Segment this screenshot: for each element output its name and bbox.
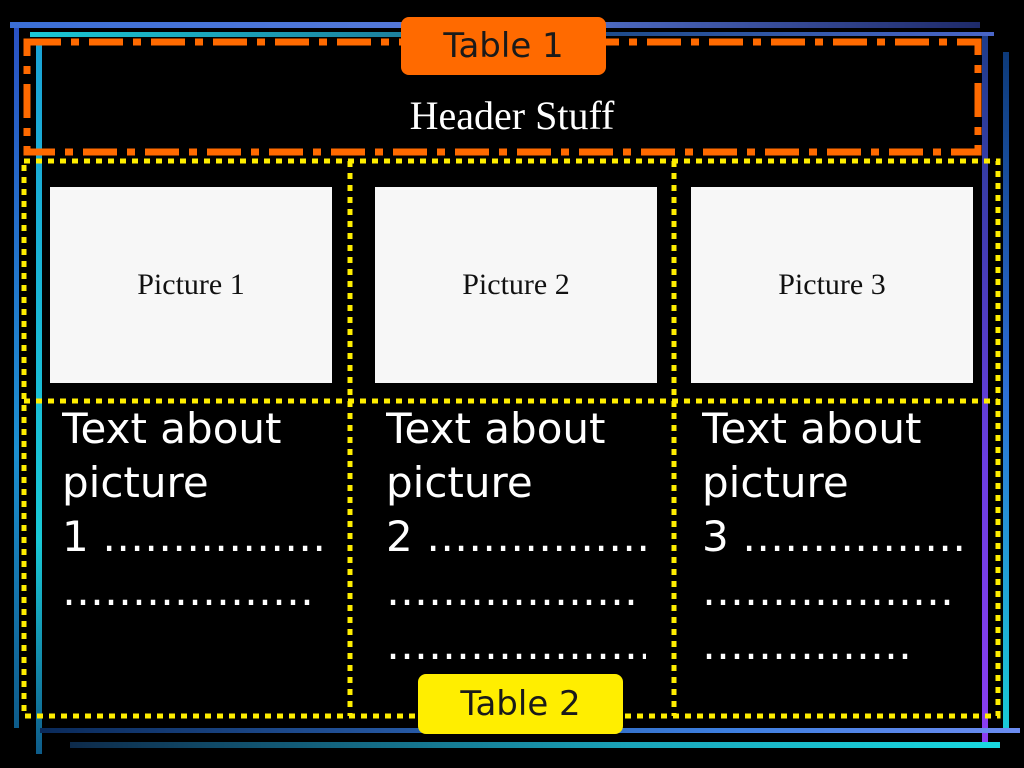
description-line: ……………… .. [386, 566, 646, 615]
table1-label: Table 1 [401, 17, 606, 75]
picture-description-2: Text about picture 2 ……………… ……………… .. ……… [386, 402, 646, 720]
frame-line-top-inner-right [604, 32, 994, 36]
description-line: Text about [702, 404, 922, 453]
description-line: Text about [386, 404, 606, 453]
description-line: ……………… .. [702, 566, 962, 615]
description-line: picture [62, 458, 209, 507]
description-line: picture [702, 458, 849, 507]
picture-label: Picture 3 [778, 268, 886, 301]
header-title: Header Stuff [409, 93, 615, 138]
description-line: ……………… [62, 566, 314, 615]
description-line: 1 ……………… [62, 512, 322, 561]
description-line: ………………… [386, 620, 646, 669]
description-line: …………… [702, 620, 912, 669]
picture-placeholder-1: Picture 1 [50, 187, 332, 383]
frame-line-bottom-outer [70, 742, 1000, 748]
picture-placeholder-2: Picture 2 [375, 187, 657, 383]
frame-line-right-inner [982, 36, 988, 742]
picture-label: Picture 1 [137, 268, 245, 301]
frame-line-top-inner-left [30, 32, 430, 37]
description-line: Text about [62, 404, 282, 453]
picture-placeholder-3: Picture 3 [691, 187, 973, 383]
picture-description-1: Text about picture 1 ……………… ……………… [62, 402, 322, 720]
frame-line-left-inner [36, 40, 42, 754]
description-line: 2 ……………… [386, 512, 646, 561]
frame-line-right-outer [1003, 52, 1009, 728]
description-line: picture [386, 458, 533, 507]
description-line: 3 ……………… [702, 512, 962, 561]
frame-line-left-outer [14, 28, 19, 728]
table2-label: Table 2 [418, 674, 623, 734]
picture-description-3: Text about picture 3 ……………… ……………… .. ……… [702, 402, 962, 720]
picture-label: Picture 2 [462, 268, 570, 301]
